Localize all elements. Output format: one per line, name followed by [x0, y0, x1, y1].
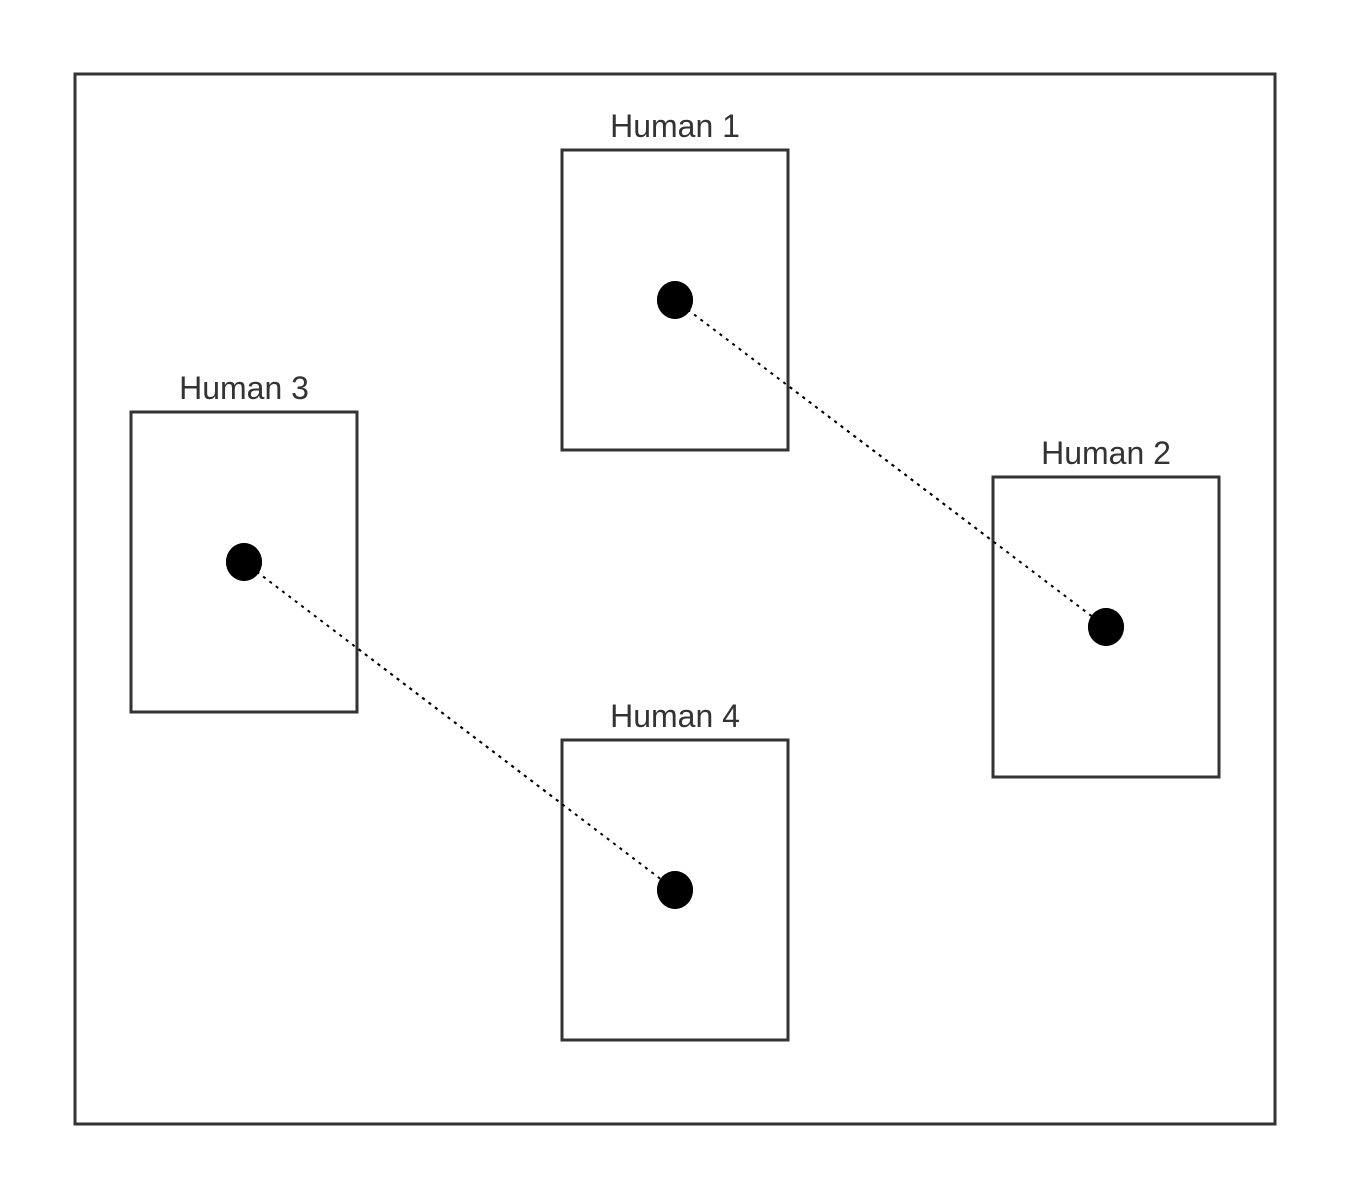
human-4-label: Human 4 — [610, 698, 740, 734]
human-3-node[interactable]: Human 3 — [129, 370, 359, 714]
human-4-dot-top — [657, 871, 693, 909]
human-3-label: Human 3 — [179, 370, 309, 406]
human-1-label: Human 1 — [610, 108, 740, 144]
human-2-node[interactable]: Human 2 — [991, 435, 1221, 779]
connector-human3-human4-overlay — [243, 561, 676, 891]
human-1-node[interactable]: Human 1 — [560, 108, 790, 452]
connector-human1-human2-overlay — [674, 299, 1107, 628]
human-1-dot-top — [657, 281, 693, 319]
outer-frame — [73, 72, 1277, 1126]
human-2-label: Human 2 — [1041, 435, 1171, 471]
human-4-node[interactable]: Human 4 — [560, 698, 790, 1042]
human-2-dot-top — [1088, 608, 1124, 646]
human-3-dot-top — [226, 543, 262, 581]
